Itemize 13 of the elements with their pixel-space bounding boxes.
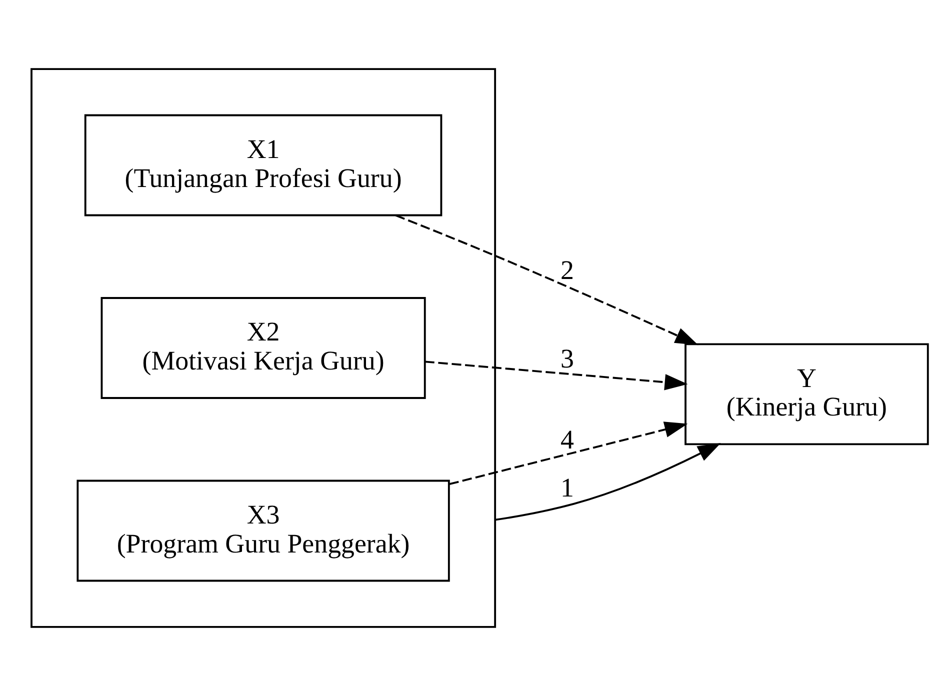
edge-label: 4 — [560, 424, 574, 454]
edge-label: 2 — [560, 254, 574, 285]
arrow — [395, 214, 698, 345]
node-box: X1 (Tunjangan Profesi Guru) — [84, 114, 442, 216]
arrow — [449, 421, 688, 485]
node-box: X3 (Program Guru Penggerak) — [76, 479, 450, 582]
node-box: Y (Kinerja Guru) — [684, 342, 929, 445]
edge-label: 1 — [560, 472, 574, 502]
edge-label: 3 — [560, 343, 574, 374]
arrow — [494, 442, 721, 520]
node-box: X2 (Motivasi Kerja Guru) — [100, 296, 426, 398]
arrow — [424, 360, 688, 390]
cluster — [30, 68, 496, 628]
